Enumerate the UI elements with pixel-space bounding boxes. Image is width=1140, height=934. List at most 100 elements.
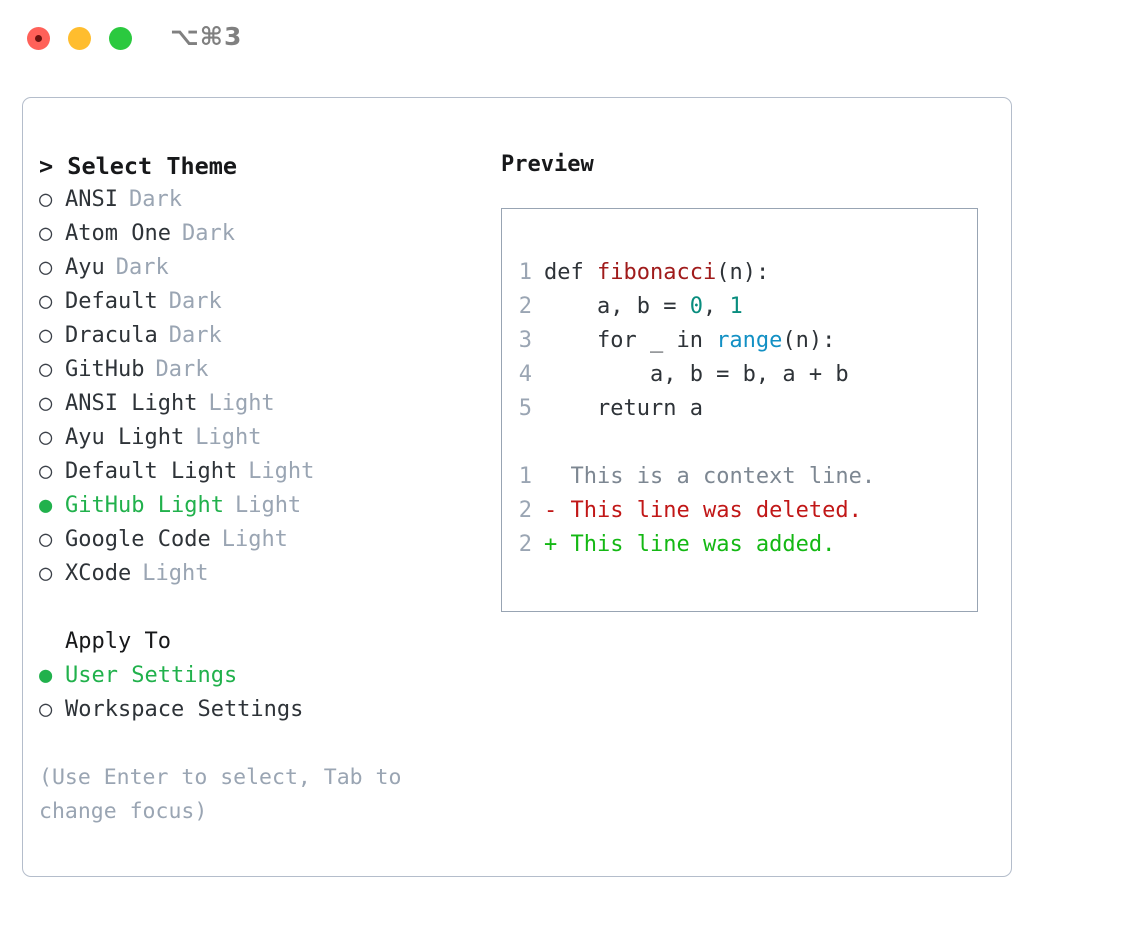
apply-to-option-user-settings[interactable]: ● User Settings bbox=[39, 659, 479, 693]
diff-line-deleted: 2- This line was deleted. bbox=[502, 494, 977, 528]
theme-option-xcode[interactable]: ○ XCode Light bbox=[39, 557, 479, 591]
code-token-num: 1 bbox=[729, 294, 743, 319]
apply-to-heading-row: ○ Apply To bbox=[39, 625, 479, 659]
code-token-plain: , bbox=[702, 294, 730, 319]
apply-to-option-label: Workspace Settings bbox=[65, 697, 304, 722]
window-title: ⌥⌘3 bbox=[170, 22, 243, 51]
theme-option-github[interactable]: ○ GitHub Dark bbox=[39, 353, 479, 387]
theme-option-ansi[interactable]: ○ ANSI Dark bbox=[39, 183, 479, 217]
code-line: 5 return a bbox=[502, 392, 977, 426]
close-window-icon[interactable] bbox=[27, 27, 50, 50]
diff-line-added: 2 + This line was added. bbox=[502, 528, 977, 562]
theme-option-label: Default Light bbox=[65, 459, 238, 484]
code-spacer bbox=[502, 426, 977, 460]
code-line-number: 4 bbox=[518, 362, 532, 387]
theme-option-label: Google Code bbox=[65, 527, 211, 552]
theme-option-label: Ayu bbox=[65, 255, 105, 280]
theme-option-label: Dracula bbox=[65, 323, 158, 348]
title-bar: ⌥⌘3 bbox=[0, 0, 1140, 76]
radio-selected-icon: ● bbox=[39, 663, 53, 688]
theme-option-tag: Dark bbox=[128, 187, 182, 212]
theme-option-tag: Dark bbox=[155, 357, 209, 382]
radio-unselected-icon: ○ bbox=[39, 459, 53, 484]
radio-unselected-icon: ○ bbox=[39, 255, 53, 280]
radio-unselected-icon: ○ bbox=[39, 323, 53, 348]
code-token-plain: (n): bbox=[782, 328, 836, 353]
diff-line-prefix: - bbox=[544, 498, 571, 523]
code-line-text: def fibonacci(n): bbox=[544, 256, 769, 290]
theme-option-default-light[interactable]: ○ Default Light Light bbox=[39, 455, 479, 489]
theme-option-tag: Light bbox=[208, 391, 275, 416]
code-line-text: a, b = 0, 1 bbox=[544, 290, 743, 324]
radio-unselected-icon: ○ bbox=[39, 357, 53, 382]
theme-option-ayu[interactable]: ○ Ayu Dark bbox=[39, 251, 479, 285]
theme-option-tag: Dark bbox=[115, 255, 169, 280]
code-line: 2 a, b = 0, 1 bbox=[502, 290, 977, 324]
code-line-text: for _ in range(n): bbox=[544, 324, 835, 358]
theme-option-dracula[interactable]: ○ Dracula Dark bbox=[39, 319, 479, 353]
theme-option-label: ANSI bbox=[65, 187, 118, 212]
code-line-number: 5 bbox=[518, 396, 532, 421]
diff-line-prefix: + bbox=[544, 532, 571, 557]
apply-to-list[interactable]: ● User Settings ○ Workspace Settings bbox=[39, 659, 479, 727]
maximize-window-icon[interactable] bbox=[109, 27, 132, 50]
theme-option-tag: Light bbox=[248, 459, 315, 484]
traffic-light-group bbox=[27, 27, 132, 50]
minimize-window-icon[interactable] bbox=[68, 27, 91, 50]
apply-to-heading: Apply To bbox=[65, 629, 171, 654]
theme-option-tag: Light bbox=[195, 425, 262, 450]
diff-line-number: 1 bbox=[518, 464, 532, 489]
apply-to-option-workspace-settings[interactable]: ○ Workspace Settings bbox=[39, 693, 479, 727]
theme-option-label: GitHub Light bbox=[65, 493, 224, 518]
code-token-call: range bbox=[716, 328, 783, 353]
apply-to-option-label: User Settings bbox=[65, 663, 238, 688]
code-token-num: 0 bbox=[689, 294, 703, 319]
select-theme-heading: > Select Theme bbox=[39, 152, 238, 180]
theme-option-label: Ayu Light bbox=[65, 425, 185, 450]
keyboard-hint: (Use Enter to select, Tab to change focu… bbox=[39, 765, 415, 824]
diff-line-text: This line was added. bbox=[570, 532, 836, 557]
code-line-text: a, b = b, a + b bbox=[544, 358, 849, 392]
theme-option-label: XCode bbox=[65, 561, 132, 586]
code-token-plain: a, b = b, a + b bbox=[544, 362, 849, 387]
radio-unselected-icon: ○ bbox=[39, 391, 53, 416]
radio-unselected-icon: ○ bbox=[39, 289, 53, 314]
theme-option-ansi-light[interactable]: ○ ANSI Light Light bbox=[39, 387, 479, 421]
code-token-plain: for _ in bbox=[544, 328, 717, 353]
blank-marker-icon: ○ bbox=[39, 625, 65, 659]
code-token-plain: a, b = bbox=[544, 294, 690, 319]
diff-line-text: This is a context line. bbox=[570, 464, 876, 489]
theme-option-label: Atom One bbox=[65, 221, 171, 246]
code-line-number: 2 bbox=[518, 294, 532, 319]
code-line-number: 3 bbox=[518, 328, 532, 353]
radio-unselected-icon: ○ bbox=[39, 697, 53, 722]
theme-option-tag: Dark bbox=[168, 323, 222, 348]
code-token-fn: fibonacci bbox=[596, 260, 717, 285]
diff-sample: 1 This is a context line. 2- This line wa… bbox=[502, 460, 977, 562]
code-line-text: return a bbox=[544, 392, 703, 426]
radio-unselected-icon: ○ bbox=[39, 187, 53, 212]
theme-option-tag: Light bbox=[142, 561, 209, 586]
code-token-plain: (n): bbox=[716, 260, 770, 285]
code-line-number: 1 bbox=[518, 260, 532, 285]
theme-option-tag: Dark bbox=[181, 221, 235, 246]
code-line: 1 def fibonacci(n): bbox=[502, 256, 977, 290]
theme-option-label: ANSI Light bbox=[65, 391, 198, 416]
radio-unselected-icon: ○ bbox=[39, 561, 53, 586]
diff-line-number: 2 bbox=[518, 532, 532, 557]
theme-option-label: GitHub bbox=[65, 357, 145, 382]
code-line: 4 a, b = b, a + b bbox=[502, 358, 977, 392]
theme-option-label: Default bbox=[65, 289, 158, 314]
code-token-plain: def bbox=[544, 260, 597, 285]
